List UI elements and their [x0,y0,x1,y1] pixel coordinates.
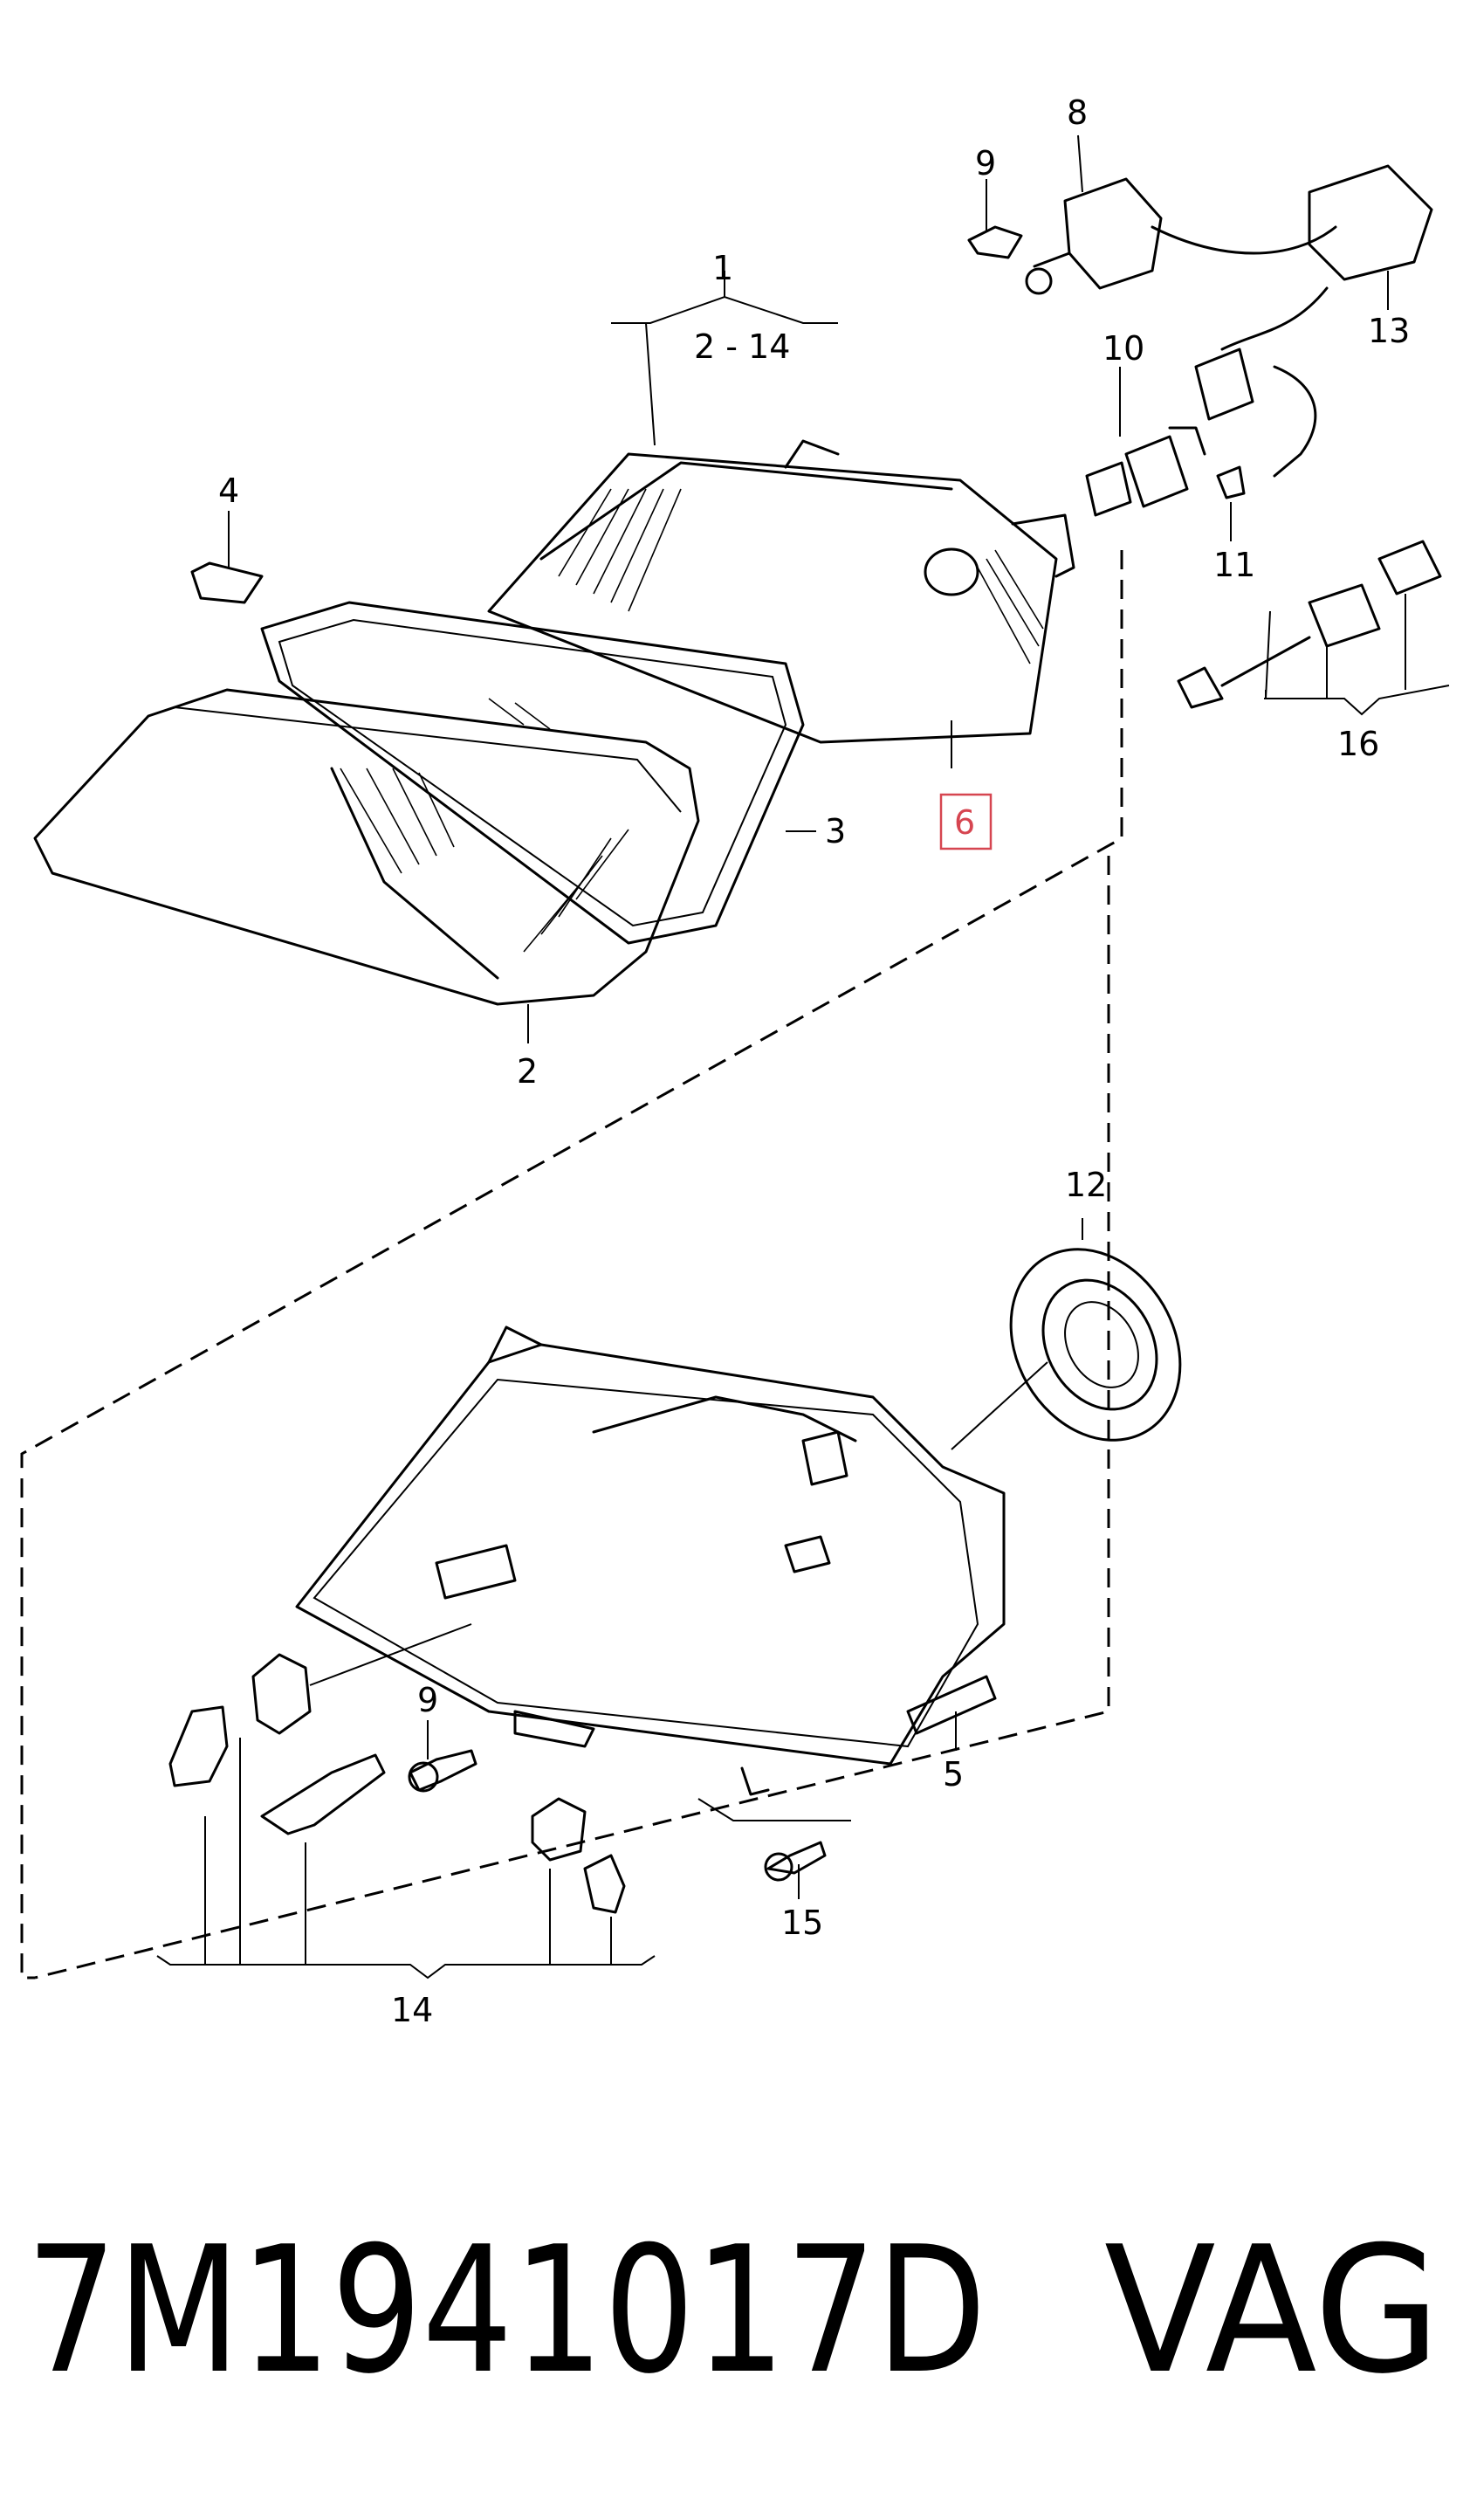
callout-14: 14 [391,1991,433,2029]
bulb-cap-ring-part-12 [1009,1248,1182,1442]
part-number-line: 7M1941017D VAG [26,2209,1440,2410]
highlight-box-part-6 [939,793,993,850]
bulb-small-part-11 [1216,465,1246,499]
callout-1-range: 2 - 14 [694,327,790,366]
callout-3: 3 [825,812,846,850]
callout-12: 12 [1065,1166,1107,1204]
callout-9-lower: 9 [417,1681,438,1719]
exploded-parts-diagram: 1 2 - 14 2 3 4 5 6 8 9 10 11 12 13 14 15… [20,93,1450,2029]
callout-1: 1 [712,249,733,287]
headlight-lens [33,688,700,1006]
gasket-seal [260,601,805,945]
assembly-boundary-dashed [20,550,1123,1980]
part-number: 7M1941017D [26,2209,986,2410]
clip-part-4 [190,561,264,604]
brand-name: VAG [1104,2209,1440,2410]
callout-15: 15 [781,1904,823,1942]
callout-13: 13 [1368,312,1410,350]
harness-part-16 [1177,540,1442,709]
callout-8: 8 [1067,93,1088,132]
headlight-housing-lower [295,1325,1006,1796]
callout-9-top: 9 [975,144,996,182]
bulb-h4-part-10 [1085,426,1206,517]
headlight-housing-upper [487,439,1075,744]
screw-part-15 [764,1841,827,1882]
callout-2: 2 [517,1052,538,1091]
screw-part-9-lower [408,1749,477,1793]
callout-5: 5 [943,1755,964,1794]
callout-4: 4 [218,472,239,510]
range-motor-part-8 [1025,177,1337,295]
leader-lines [156,134,1450,1980]
callout-11: 11 [1213,546,1255,584]
clips-part-14 [168,1653,626,1914]
screw-part-9-top [967,225,1023,259]
harness-connector-part-13 [1194,164,1433,478]
callout-10: 10 [1102,329,1144,368]
callout-16: 16 [1337,725,1379,763]
callout-6-highlighted: 6 [954,803,975,842]
